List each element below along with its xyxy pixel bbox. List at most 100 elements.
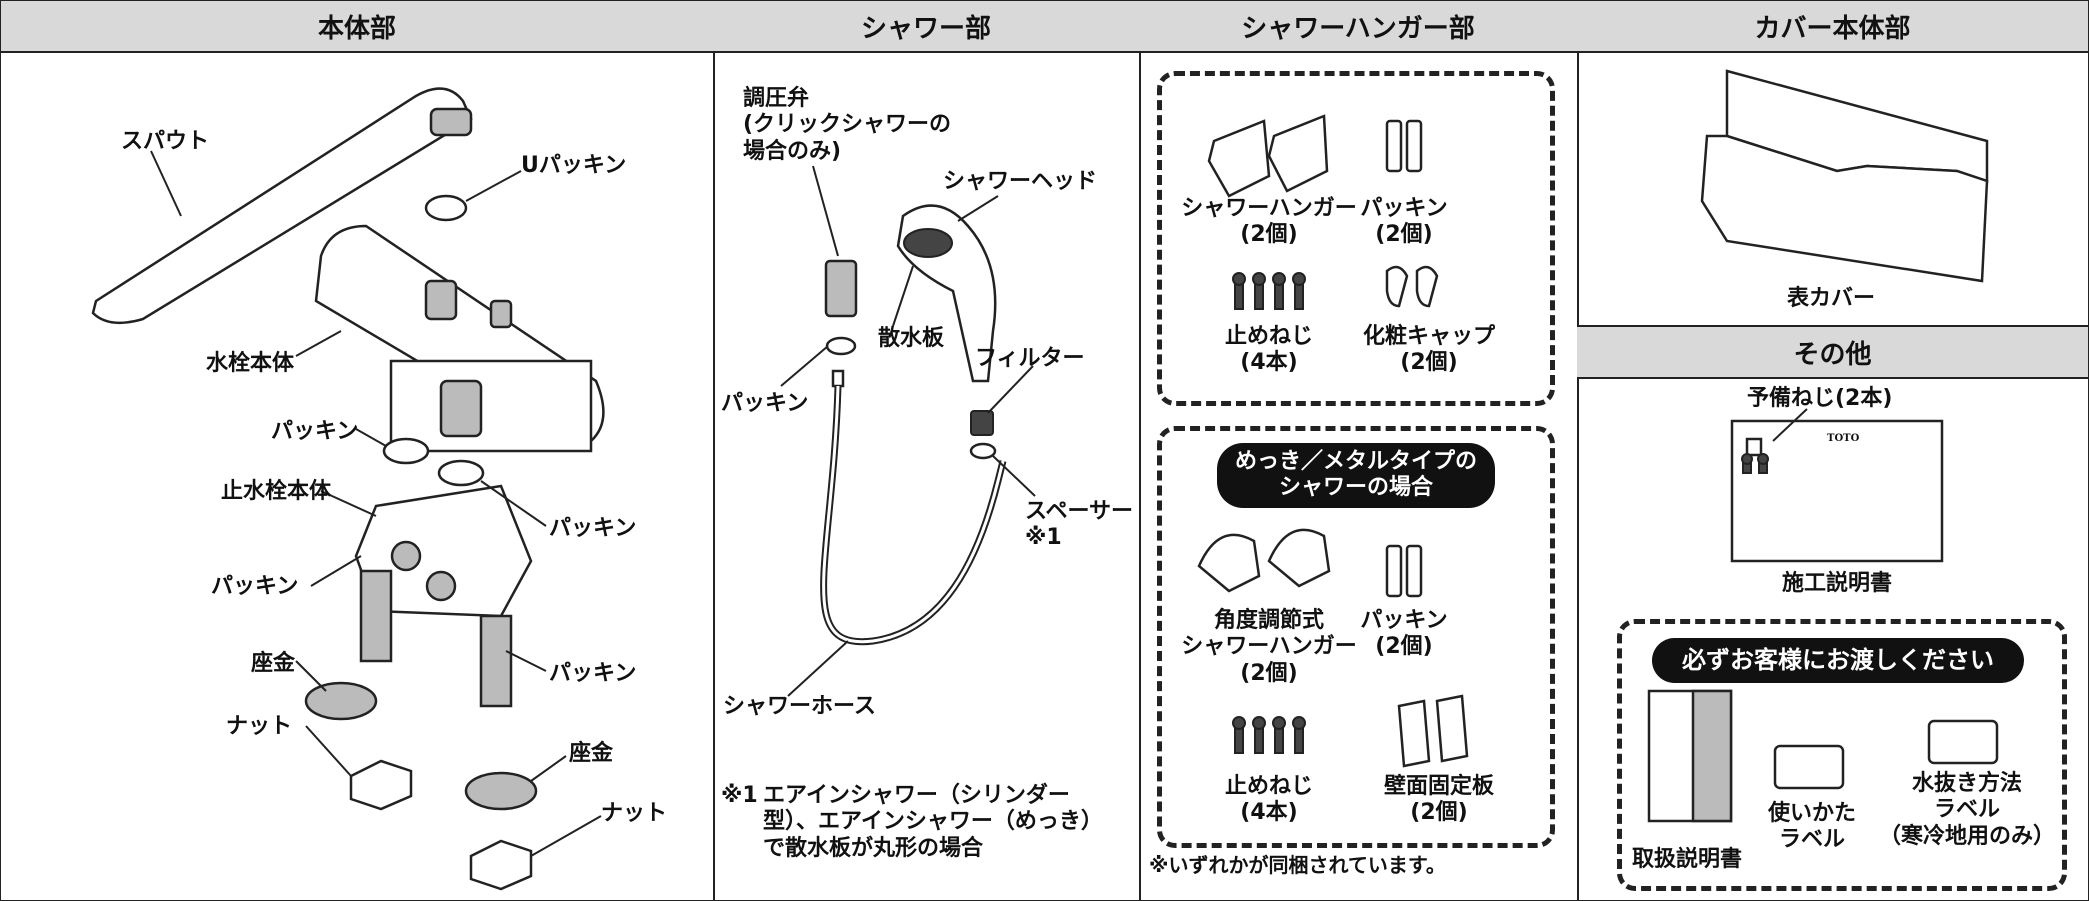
install-manual-part [1730, 419, 1944, 563]
leader-spray-plate [892, 265, 914, 327]
washer-part-1 [304, 681, 378, 721]
cover-illustration [1647, 69, 1999, 823]
label-nut-1: ナット [226, 714, 293, 739]
main-body-illustration [91, 87, 605, 891]
hanger-illustration [1197, 114, 1469, 768]
regulator-part [824, 259, 858, 318]
filter-part [970, 410, 994, 436]
label-packing-4: パッキン [549, 661, 637, 686]
label-u-packing: Uパッキン [521, 153, 627, 178]
label-plated-screw: 止めねじ (4本) [1224, 774, 1313, 826]
brand-small: TOTO [1827, 433, 1860, 444]
header-main-body: 本体部 [1, 1, 713, 53]
leader-regulator [812, 165, 839, 257]
leader-hose [787, 640, 849, 697]
label-washer-1: 座金 [251, 651, 296, 676]
hose-fitting-top [831, 369, 845, 388]
footnote-text: エアインシャワー（シリンダー 型）、エアインシャワー（めっき） で散水板が丸形の… [763, 783, 1103, 861]
usage-label-part [1773, 744, 1845, 790]
label-shower-head: シャワーヘッド [943, 169, 1098, 194]
stop-valve-knob-2 [425, 570, 457, 602]
u-packing-part [424, 194, 468, 222]
spacer-part [969, 442, 997, 460]
label-spout: スパウト [121, 129, 210, 154]
washer-part-2 [464, 771, 538, 811]
stop-valve-knob-1 [390, 540, 422, 572]
leader-faucet-body [295, 330, 342, 357]
label-regulator: 調圧弁 (クリックシャワーの 場合のみ) [743, 86, 952, 164]
leader-packing-4 [505, 650, 547, 672]
stop-valve-pipe-1 [359, 569, 393, 663]
leader-packing-1 [355, 428, 387, 447]
column-cover-body: カバー本体部 表カバー その他 予備ねじ(2本) TOTO 施工説明書 必ずお客… [1577, 1, 2088, 900]
hanger-part-1 [1207, 119, 1271, 198]
screws-standard [1232, 272, 1306, 310]
label-filter: フィルター [975, 346, 1085, 371]
cap-part-2 [1415, 265, 1439, 308]
footnote-mark: ※1 [721, 783, 758, 808]
label-packing-1: パッキン [271, 419, 359, 444]
leader-spout [150, 150, 182, 217]
label-drain-label: 水抜き方法 ラベル （寒冷地用のみ） [1878, 771, 2055, 849]
user-manual-spine [1691, 689, 1733, 823]
shower-illustration [780, 165, 1036, 697]
wall-plate-part-1 [1397, 699, 1431, 768]
label-packing-3: パッキン [211, 574, 299, 599]
stop-valve-pipe-2 [479, 614, 513, 708]
spare-screws-part [1741, 453, 1769, 474]
label-shower-hose: シャワーホース [723, 694, 876, 719]
spout-tip [429, 107, 473, 137]
faucet-port-2 [489, 299, 513, 329]
leader-washer-2 [530, 755, 567, 782]
leader-spare-screws [1772, 408, 1808, 442]
label-hanger-packing: パッキン (2個) [1360, 196, 1448, 248]
label-wall-plate: 壁面固定板 (2個) [1383, 774, 1494, 826]
screws-plated [1232, 716, 1306, 754]
hanger-part-2 [1267, 114, 1329, 193]
label-cap: 化粧キャップ (2個) [1362, 324, 1495, 376]
label-install-manual: 施工説明書 [1782, 571, 1893, 596]
angle-hanger-part-2 [1267, 528, 1331, 588]
label-hanger: シャワーハンガー (2個) [1181, 196, 1357, 248]
column-shower: シャワー部 調圧弁 (クリックシャワーの 場合のみ) シャワーヘッド 散水板 [713, 1, 1141, 900]
hanger-packing-1 [1385, 119, 1403, 173]
leader-spacer [992, 455, 1036, 497]
header-shower-hanger: シャワーハンガー部 [1139, 1, 1577, 53]
leader-filter [987, 365, 1034, 414]
header-other: その他 [1577, 325, 2088, 379]
leader-stop-valve [320, 490, 377, 517]
plated-packing-2 [1405, 544, 1423, 598]
label-shower-packing: パッキン [721, 391, 809, 416]
label-plated-packing: パッキン (2個) [1360, 608, 1448, 660]
standard-hanger-box [1157, 71, 1555, 406]
column-shower-hanger: シャワーハンガー部 [1139, 1, 1579, 900]
leader-u-packing [465, 170, 522, 202]
spray-plate-part [903, 228, 953, 258]
leader-nut-2 [530, 815, 602, 857]
leader-shower-head [957, 195, 999, 222]
packing-part-1 [382, 437, 430, 465]
label-packing-2: パッキン [549, 516, 637, 541]
label-spare-screws: 予備ねじ(2本) [1747, 386, 1893, 411]
label-washer-2: 座金 [569, 741, 614, 766]
label-nut-2: ナット [601, 801, 668, 826]
plated-type-title: めっき／メタルタイプの シャワーの場合 [1217, 443, 1496, 508]
leader-packing-2 [480, 480, 547, 527]
label-front-cover: 表カバー [1787, 286, 1876, 311]
packing-part-2 [437, 459, 485, 487]
faucet-leg [439, 379, 483, 438]
spare-screw-holder [1745, 437, 1763, 457]
label-spacer: スペーサー ※1 [1025, 499, 1134, 551]
leader-shower-packing [780, 345, 829, 387]
leader-nut-1 [305, 725, 352, 777]
hanger-packing-2 [1405, 119, 1423, 173]
nut-part-1 [349, 759, 413, 811]
label-stop-valve-body: 止水栓本体 [221, 479, 332, 504]
front-cover-body [1700, 134, 1989, 283]
label-screw: 止めねじ (4本) [1224, 324, 1313, 376]
leader-packing-3 [310, 555, 362, 587]
hanger-note: ※いずれかが同梱されています。 [1149, 853, 1446, 877]
header-shower: シャワー部 [713, 1, 1139, 53]
header-cover-body: カバー本体部 [1577, 1, 2088, 53]
label-spray-plate: 散水板 [878, 326, 945, 351]
